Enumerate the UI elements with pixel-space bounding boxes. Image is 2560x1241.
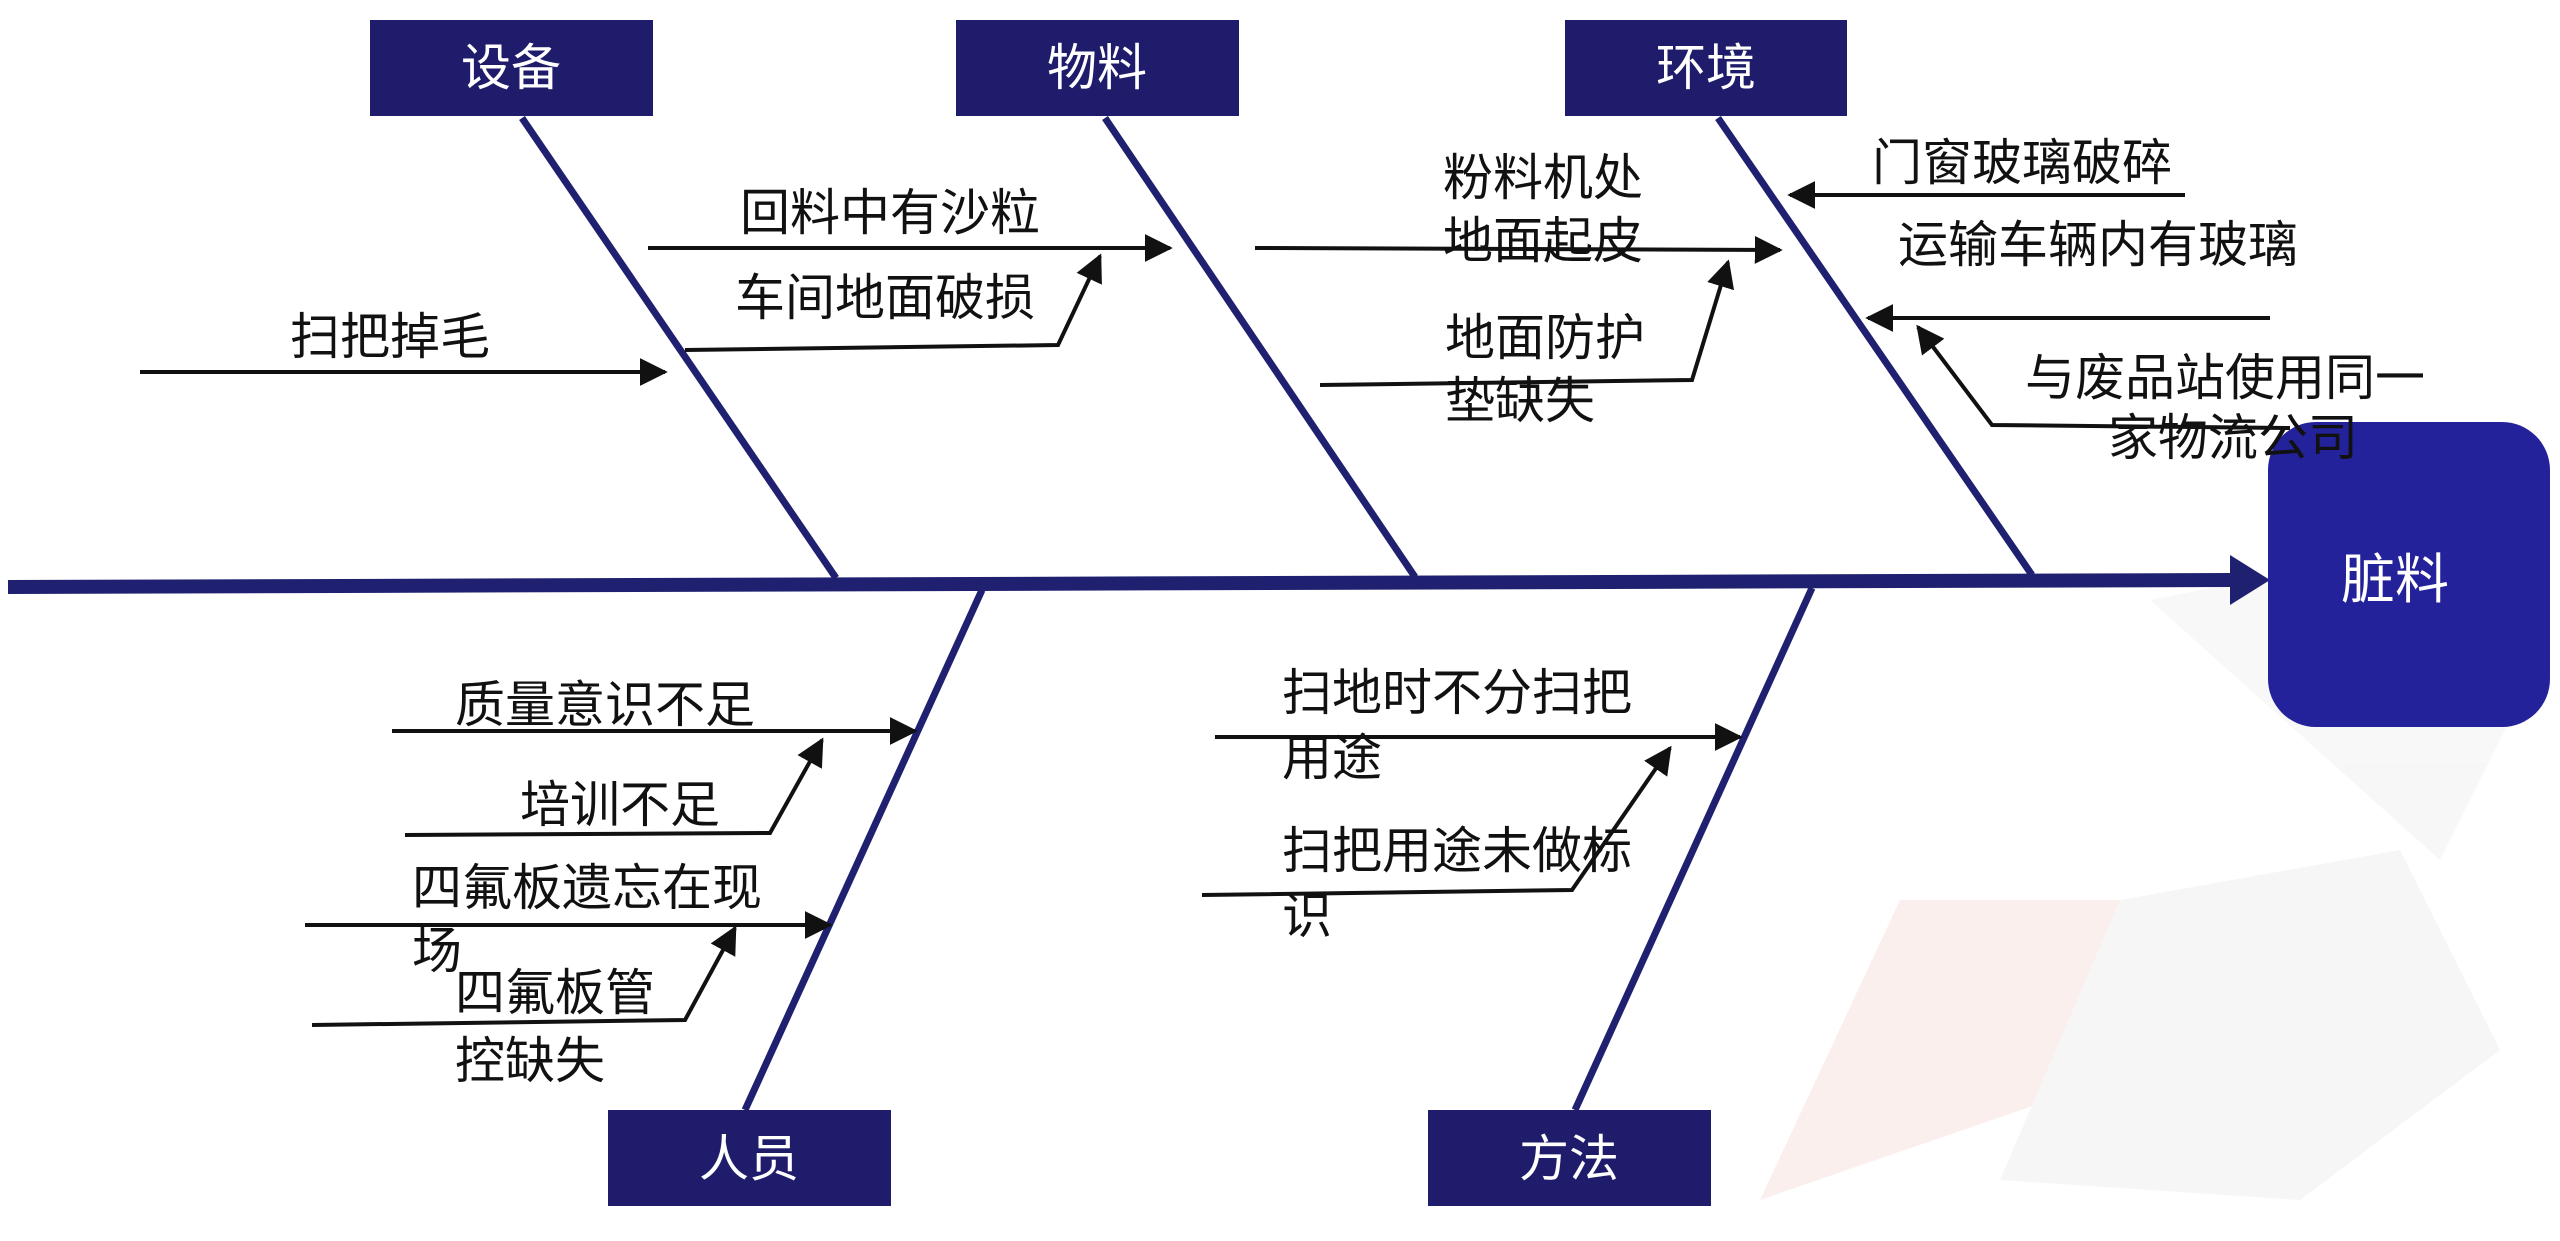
cause-text: 地面防护 [1445,309,1645,367]
bone-environment [1715,116,2035,577]
cause-text: 家物流公司 [2108,409,2358,467]
category-environment-box: 环境 [1565,20,1847,116]
cause-text: 用途 [1282,729,1382,787]
category-method-box: 方法 [1428,1110,1711,1206]
cause-text: 门窗玻璃破碎 [1872,134,2172,192]
category-equipment-box: 设备 [370,20,653,116]
cause-text: 扫把掉毛 [290,308,490,366]
cause-arrow [1201,745,1672,897]
category-material-label: 物料 [1047,39,1147,97]
cause-text: 场 [412,922,462,980]
category-people-label: 人员 [699,1130,799,1188]
bone-equipment [519,116,839,580]
category-method-label: 方法 [1519,1130,1619,1188]
category-environment-label: 环境 [1656,39,1756,97]
watermark-logo [1760,560,2520,1200]
cause-text: 四氟板遗忘在现 [412,859,762,917]
category-equipment-label: 设备 [461,39,561,97]
category-people-box: 人员 [608,1110,891,1206]
cause-text: 粉料机处 [1443,149,1643,207]
cause-text: 地面起皮 [1443,212,1643,270]
cause-text: 回料中有沙粒 [740,184,1040,242]
cause-text: 四氟板管 [455,964,655,1022]
cause-arrow [1916,324,2291,430]
cause-text: 识 [1282,887,1332,945]
bone-method [1571,586,1816,1112]
bone-people [741,588,986,1112]
cause-text: 质量意识不足 [455,676,755,734]
cause-text: 控缺失 [455,1032,605,1090]
category-material-box: 物料 [956,20,1239,116]
cause-arrow [311,925,737,1027]
cause-arrow [1319,259,1735,387]
cause-text: 培训不足 [520,776,720,834]
effect-box: 脏料 [2268,422,2550,727]
cause-text: 扫把用途未做标 [1282,822,1632,880]
cause-text: 运输车辆内有玻璃 [1898,216,2298,274]
bone-material [1102,116,1418,579]
cause-text: 扫地时不分扫把 [1282,664,1632,722]
cause-text: 车间地面破损 [735,269,1035,327]
cause-arrow [684,253,1102,352]
cause-text: 垫缺失 [1445,372,1595,430]
cause-arrow [404,737,824,837]
cause-text: 与废品站使用同一 [2025,349,2425,407]
cause-arrow [1254,235,1783,264]
effect-label: 脏料 [2341,548,2449,611]
spine-arrowhead [2230,555,2270,605]
spine-line [7,573,2231,594]
